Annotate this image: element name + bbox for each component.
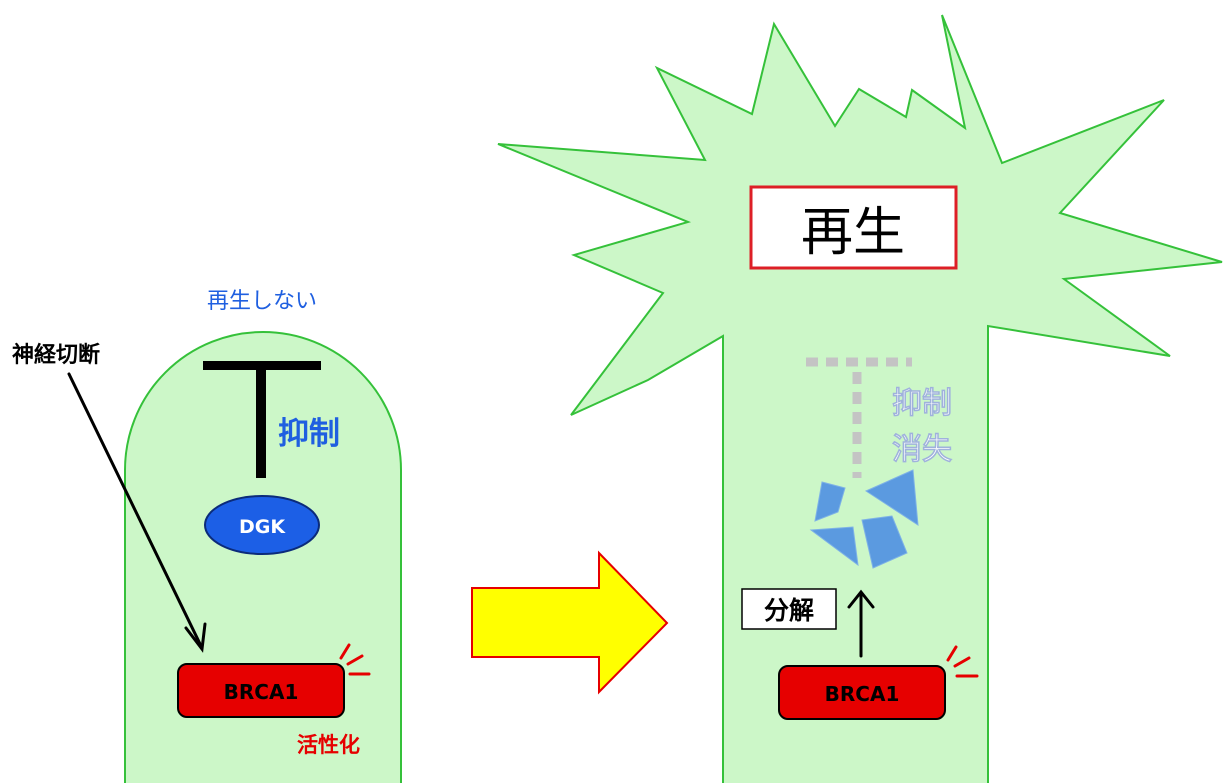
- nerve-cut-arrow-head: [184, 622, 207, 653]
- dgk-label: DGK: [239, 516, 286, 538]
- brca1-label-right: BRCA1: [825, 682, 900, 706]
- activation-label: 活性化: [297, 733, 360, 757]
- sparkle-line: [953, 656, 971, 668]
- regeneration-box: 再生: [749, 185, 958, 270]
- inhibition-lost-label-line1: 抑制: [892, 386, 952, 421]
- activation-sparkle-right: [946, 645, 979, 678]
- degradation-label: 分解: [764, 596, 814, 625]
- regeneration-label: 再生: [801, 203, 905, 263]
- dgk-fragment: [809, 526, 859, 567]
- regeneration-box-frame: [749, 185, 958, 270]
- degradation-box-frame: [741, 588, 837, 630]
- inhibition-t-bar-stem: [256, 361, 266, 478]
- inhibition-t-bar: [203, 361, 321, 478]
- no-regeneration-label: 再生しない: [207, 289, 317, 314]
- degradation-box: 分解: [741, 588, 837, 630]
- dgk-node: DGK: [204, 495, 320, 555]
- degradation-arrow: [847, 589, 875, 658]
- inhibition-lost-label-line2: 消失: [892, 432, 952, 467]
- activation-sparkle-left: [339, 643, 371, 676]
- nerve-cut-arrow: [67, 372, 207, 653]
- brca1-node-left: BRCA1: [177, 663, 345, 718]
- nerve-cut-arrow-shaft: [67, 372, 204, 650]
- inhibition-lost-t-bar: [806, 357, 912, 478]
- brca1-box-right: [778, 665, 946, 720]
- brca1-box-left: [177, 663, 345, 718]
- brca1-label-left: BRCA1: [224, 680, 299, 704]
- sparkle-line: [339, 643, 351, 660]
- dgk-fragment: [814, 481, 846, 522]
- dgk-fragment: [861, 515, 908, 569]
- brca1-node-right: BRCA1: [778, 665, 946, 720]
- inhibition-label: 抑制: [278, 416, 340, 452]
- dgk-fragment: [864, 469, 919, 526]
- sparkle-line: [946, 645, 958, 662]
- nerve-cut-label: 神経切断: [12, 342, 100, 368]
- sparkle-line: [346, 654, 364, 666]
- dgk-ellipse: [204, 495, 320, 555]
- degradation-arrow-head: [847, 589, 875, 609]
- transition-arrow: [471, 550, 669, 695]
- dgk-fragments: [809, 469, 919, 569]
